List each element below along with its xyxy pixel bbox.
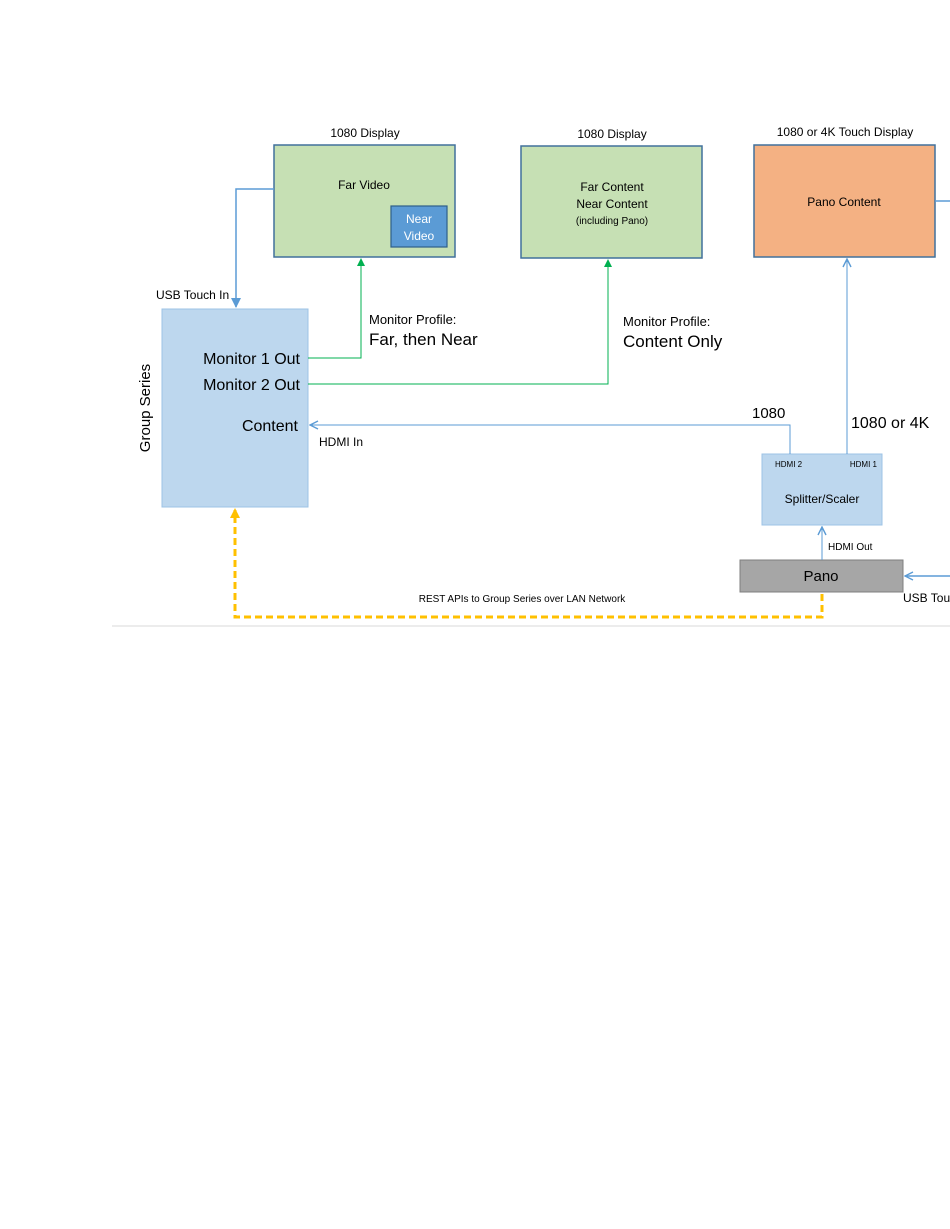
display3-box <box>753 144 936 258</box>
display3-caption: 1080 or 4K Touch Display <box>777 125 914 139</box>
monitor1-line <box>308 258 365 359</box>
monitor2-line <box>308 259 612 385</box>
display2-line2: Near Content <box>576 197 648 211</box>
pano-label: Pano <box>803 568 838 585</box>
monitor-profile-1-title: Monitor Profile: <box>369 312 456 327</box>
res-1080-label: 1080 <box>752 405 785 422</box>
usb-touch-line-left <box>231 188 274 308</box>
display1-caption: 1080 Display <box>330 126 399 140</box>
monitor-profile-2-title: Monitor Profile: <box>623 314 710 329</box>
res-1080-or-4k-label: 1080 or 4K <box>851 415 930 432</box>
usb-touch-in-right-label: USB Tou <box>903 591 950 605</box>
group-series-box <box>161 308 309 508</box>
splitter-box <box>761 453 883 526</box>
hdmi-out-label: HDMI Out <box>828 542 873 553</box>
hdmi-in-label: HDMI In <box>319 435 363 449</box>
hdmi2-to-content-line <box>310 425 791 454</box>
near-video-inset <box>390 205 448 248</box>
splitter-hdmi1-label: HDMI 1 <box>850 460 878 469</box>
monitor-profile-2-value: Content Only <box>623 332 723 351</box>
splitter-label: Splitter/Scaler <box>785 492 860 506</box>
display2-line3: (including Pano) <box>576 216 648 227</box>
monitor2-out-label: Monitor 2 Out <box>203 377 300 394</box>
display2-line1: Far Content <box>580 180 644 194</box>
display2-box <box>520 145 703 259</box>
rest-api-dashed-line <box>230 508 824 619</box>
usb-touch-in-left-label: USB Touch In <box>156 288 229 302</box>
pano-box <box>739 559 904 593</box>
display1-label: Far Video <box>338 178 390 192</box>
content-label: Content <box>242 418 299 435</box>
monitor-profile-1-value: Far, then Near <box>369 330 478 349</box>
monitor1-out-label: Monitor 1 Out <box>203 351 300 368</box>
near-video-label-1: Near <box>406 212 432 226</box>
display2-caption: 1080 Display <box>577 127 646 141</box>
display3-label: Pano Content <box>807 195 881 209</box>
near-video-label-2: Video <box>404 229 435 243</box>
group-series-vertical-label: Group Series <box>137 364 154 452</box>
rest-apis-label: REST APIs to Group Series over LAN Netwo… <box>419 594 627 605</box>
splitter-hdmi2-label: HDMI 2 <box>775 460 803 469</box>
